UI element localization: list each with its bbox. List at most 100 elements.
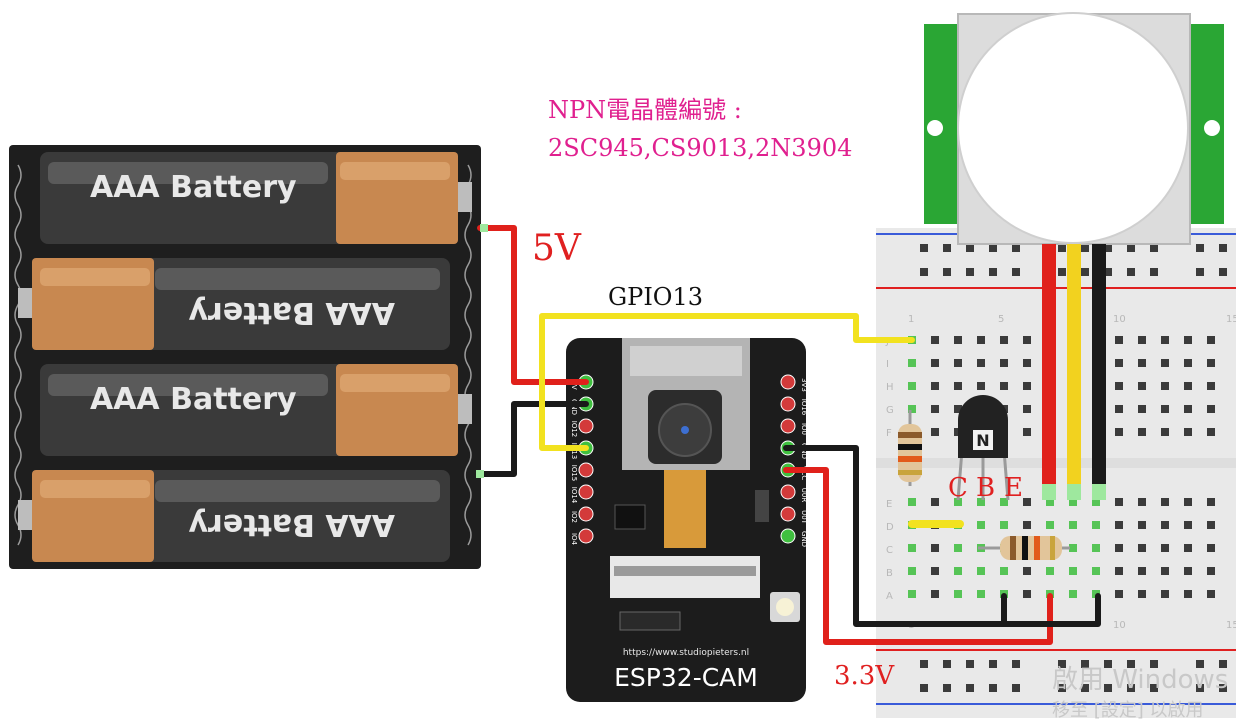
row-letter-a: A: [886, 591, 893, 602]
windows-watermark-line2: 移至 [設定] 以啟用: [1052, 700, 1204, 721]
breadboard-hole: [908, 382, 916, 390]
breadboard-rail-hole: [1196, 660, 1204, 668]
esp32-pin-u0r: [780, 484, 796, 500]
breadboard-hole: [1023, 590, 1031, 598]
esp32-pin-label: IO4: [570, 533, 578, 546]
breadboard-rail-hole: [1012, 684, 1020, 692]
esp32-pin-label: 5V: [570, 380, 578, 389]
windows-watermark-line1: 啟用 Windows: [1052, 665, 1228, 695]
esp32-pin-label: IO0: [800, 423, 808, 435]
breadboard-hole: [1138, 405, 1146, 413]
battery-cell-1-label: AAA Battery: [90, 170, 297, 205]
breadboard-hole: [1069, 498, 1077, 506]
esp32-pin-gnd: [780, 528, 796, 544]
esp32-pin-io12: [578, 418, 594, 434]
breadboard-hole: [931, 428, 939, 436]
col-number-1: 1: [908, 314, 914, 325]
breadboard-hole: [1161, 359, 1169, 367]
breadboard-rail-hole: [966, 244, 974, 252]
breadboard-hole: [1207, 590, 1215, 598]
breadboard-rail-hole: [1012, 268, 1020, 276]
breadboard-rail-hole: [1081, 268, 1089, 276]
breadboard-rail-hole: [920, 684, 928, 692]
breadboard-hole: [1115, 428, 1123, 436]
esp32-pin-label: IO12: [570, 421, 578, 437]
esp32-pin-3v3: [780, 374, 796, 390]
breadboard-rail-hole: [989, 660, 997, 668]
breadboard-rail-hole: [1104, 684, 1112, 692]
wires: [477, 225, 1101, 645]
breadboard-rail-hole: [1150, 684, 1158, 692]
row-letter-g: G: [886, 405, 894, 416]
breadboard-rail-hole: [943, 244, 951, 252]
breadboard-hole: [1184, 590, 1192, 598]
breadboard-hole: [1138, 428, 1146, 436]
breadboard-hole: [1207, 382, 1215, 390]
breadboard-hole: [977, 498, 985, 506]
breadboard-hole: [1161, 336, 1169, 344]
breadboard-hole: [1138, 544, 1146, 552]
breadboard-hole: [1207, 567, 1215, 575]
breadboard-rail-hole: [1127, 244, 1135, 252]
breadboard-rail-hole: [1196, 244, 1204, 252]
breadboard-rail-hole: [966, 660, 974, 668]
breadboard-hole: [1115, 567, 1123, 575]
esp32-pin-io0: [780, 418, 796, 434]
breadboard-hole: [1023, 359, 1031, 367]
breadboard-hole: [1092, 567, 1100, 575]
wire-gnd-black: [477, 401, 589, 477]
breadboard-hole: [908, 405, 916, 413]
esp32-pin-io4: [578, 528, 594, 544]
breadboard-hole: [1023, 405, 1031, 413]
annotation-3v3: 3.3V: [834, 661, 895, 691]
camera-ribbon: [664, 470, 706, 548]
resistor-horizontal: [978, 536, 1070, 560]
breadboard-hole: [954, 590, 962, 598]
breadboard-hole: [1023, 521, 1031, 529]
breadboard-hole: [1023, 498, 1031, 506]
breadboard-hole: [1092, 498, 1100, 506]
breadboard-hole: [1023, 567, 1031, 575]
breadboard-rail-hole: [1219, 684, 1227, 692]
breadboard-hole: [931, 382, 939, 390]
breadboard-rail-hole: [1219, 244, 1227, 252]
breadboard-hole: [908, 590, 916, 598]
breadboard-hole: [1138, 521, 1146, 529]
breadboard-hole: [1046, 567, 1054, 575]
breadboard-hole: [1138, 382, 1146, 390]
breadboard-hole: [954, 498, 962, 506]
breadboard-rail-hole: [1196, 684, 1204, 692]
annotation-transistor-title: NPN電晶體編號 :: [548, 96, 742, 124]
breadboard-rail-hole: [1127, 268, 1135, 276]
breadboard-rail-hole: [989, 684, 997, 692]
pir-pin-vcc: [1042, 484, 1056, 500]
breadboard-hole: [1000, 359, 1008, 367]
breadboard-hole: [1207, 336, 1215, 344]
battery-cell-4-label: AAA Battery: [188, 507, 395, 542]
breadboard-rail-hole: [1150, 268, 1158, 276]
breadboard-hole: [1161, 590, 1169, 598]
pir-leg-vcc: [1042, 244, 1056, 484]
row-letter-h: H: [886, 382, 894, 393]
breadboard-hole: [1115, 498, 1123, 506]
pir-pin-gnd: [1092, 484, 1106, 500]
breadboard-hole: [954, 359, 962, 367]
breadboard-hole: [931, 590, 939, 598]
battery-cell-3: AAA Battery: [40, 364, 472, 456]
breadboard-hole: [1000, 382, 1008, 390]
breadboard-hole: [954, 336, 962, 344]
breadboard-rail-hole: [1127, 684, 1135, 692]
col-number-10: 10: [1113, 314, 1126, 325]
breadboard-rail-hole: [1058, 660, 1066, 668]
esp32-name: ESP32-CAM: [614, 663, 758, 692]
breadboard-hole: [1161, 428, 1169, 436]
breadboard-rail-hole: [1219, 268, 1227, 276]
battery-spring-right: [464, 164, 472, 546]
esp32-pin-label: IO15: [570, 465, 578, 481]
breadboard-hole: [954, 405, 962, 413]
breadboard-hole: [1046, 521, 1054, 529]
breadboard-hole: [1207, 544, 1215, 552]
breadboard-hole: [1184, 359, 1192, 367]
breadboard-hole: [1000, 336, 1008, 344]
